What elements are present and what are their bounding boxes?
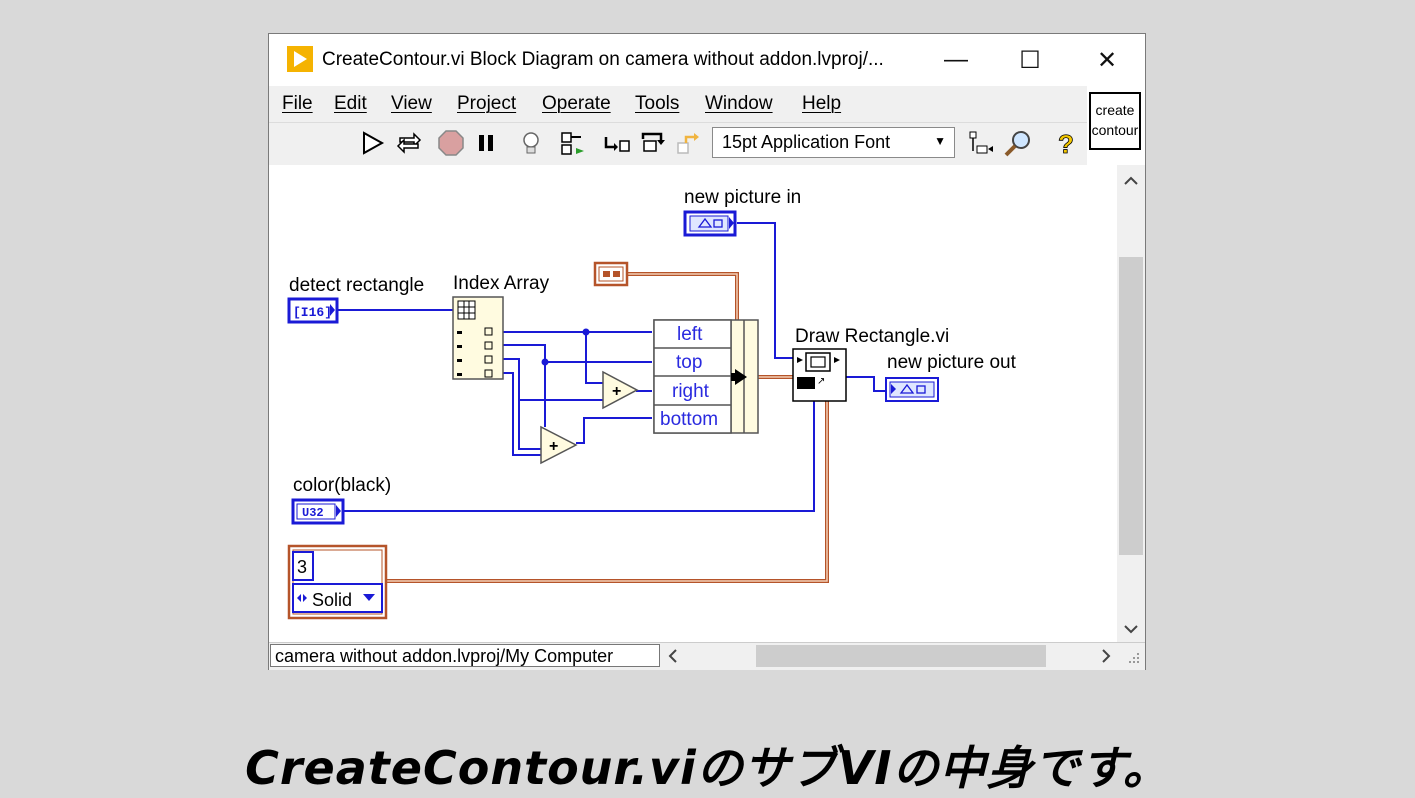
- scroll-left-icon[interactable]: [664, 646, 684, 666]
- cluster-field-top: top: [676, 352, 702, 373]
- new-picture-in-terminal[interactable]: [683, 210, 737, 237]
- line-style-cluster[interactable]: 3 Solid: [287, 544, 388, 620]
- vertical-scrollbar-arrows: [1124, 176, 1138, 634]
- abort-icon[interactable]: [437, 129, 465, 157]
- menu-edit[interactable]: Edit: [334, 93, 367, 114]
- label-new-picture-out: new picture out: [887, 352, 1017, 373]
- slide-caption: CreateContour.viのサブVIの中身です。: [245, 741, 1170, 795]
- scroll-up-icon[interactable]: [1124, 176, 1138, 185]
- menu-tools[interactable]: Tools: [635, 93, 680, 114]
- line-style-value: Solid: [312, 590, 352, 610]
- project-path: camera without addon.lvproj/My Computer: [270, 644, 660, 667]
- line-width-value: 3: [297, 557, 307, 577]
- bundle-by-name-node[interactable]: [653, 319, 759, 434]
- color-type: U32: [302, 506, 324, 520]
- minimize-button[interactable]: —: [944, 46, 968, 73]
- window-title: CreateContour.vi Block Diagram on camera…: [322, 49, 884, 70]
- step-out-icon[interactable]: [674, 129, 704, 157]
- scroll-down-icon[interactable]: [1124, 625, 1138, 634]
- status-bar: camera without addon.lvproj/My Computer: [269, 642, 1145, 670]
- cluster-field-right: right: [672, 381, 710, 402]
- style-dropdown-icon[interactable]: [363, 594, 375, 601]
- cluster-wires-inner: [387, 273, 828, 582]
- step-over-icon[interactable]: [639, 129, 669, 157]
- vi-icon-line1: create: [1095, 102, 1135, 118]
- cluster-field-bottom: bottom: [660, 409, 718, 430]
- labview-app-icon: [287, 46, 313, 72]
- diagram-canvas: new picture in detect rectangle [I16] In…: [287, 187, 1017, 620]
- menu-operate[interactable]: Operate: [542, 93, 611, 114]
- run-arrow-icon[interactable]: [361, 129, 385, 157]
- svg-text:?: ?: [1058, 129, 1074, 159]
- retain-wire-values-icon[interactable]: [559, 129, 589, 157]
- resize-grip-icon[interactable]: [1127, 651, 1141, 665]
- index-array-node[interactable]: [452, 296, 504, 380]
- toolbar: 15pt Application Font ▼ ?: [269, 122, 1087, 166]
- pause-icon[interactable]: [474, 129, 498, 157]
- title-bar: CreateContour.vi Block Diagram on camera…: [269, 34, 1145, 86]
- vertical-scroll-thumb[interactable]: [1119, 257, 1143, 555]
- vi-connector-icon[interactable]: create contour: [1089, 92, 1141, 150]
- label-detect-rectangle: detect rectangle: [289, 275, 424, 296]
- scroll-right-icon[interactable]: [1095, 646, 1115, 666]
- add-node-right-symbol: +: [612, 383, 621, 400]
- menu-bar: File Edit View Project Operate Tools Win…: [269, 86, 1087, 122]
- highlight-execution-icon[interactable]: [519, 129, 543, 157]
- block-diagram[interactable]: new picture in detect rectangle [I16] In…: [269, 165, 1117, 642]
- label-new-picture-in: new picture in: [684, 187, 801, 208]
- maximize-button[interactable]: ☐: [1019, 46, 1041, 74]
- detect-rectangle-terminal[interactable]: [I16]: [287, 297, 339, 324]
- cluster-constant[interactable]: [593, 261, 629, 287]
- align-icon[interactable]: [967, 129, 997, 157]
- new-picture-out-terminal[interactable]: [885, 377, 939, 402]
- menu-file[interactable]: File: [282, 93, 313, 114]
- svg-text:↗: ↗: [817, 376, 825, 387]
- label-draw-rectangle: Draw Rectangle.vi: [795, 326, 949, 347]
- search-icon[interactable]: [1002, 129, 1036, 159]
- vi-icon-line2: contour: [1091, 122, 1139, 138]
- add-node-right[interactable]: +: [602, 370, 639, 410]
- chevron-down-icon: ▼: [934, 134, 946, 148]
- add-node-bottom[interactable]: +: [540, 425, 578, 465]
- menu-view[interactable]: View: [391, 93, 432, 114]
- label-color: color(black): [293, 475, 391, 496]
- wire-junctions: [541, 328, 590, 366]
- font-select[interactable]: 15pt Application Font ▼: [712, 127, 955, 158]
- detect-rectangle-type: [I16]: [293, 305, 332, 320]
- add-node-bottom-symbol: +: [549, 438, 558, 455]
- menu-project[interactable]: Project: [457, 93, 517, 114]
- font-select-value: 15pt Application Font: [722, 132, 891, 152]
- horizontal-scroll-thumb[interactable]: [756, 645, 1046, 667]
- labview-window: CreateContour.vi Block Diagram on camera…: [268, 33, 1146, 670]
- close-button[interactable]: ✕: [1096, 46, 1118, 74]
- menu-window[interactable]: Window: [705, 93, 773, 114]
- label-index-array: Index Array: [453, 273, 550, 294]
- menu-help[interactable]: Help: [802, 93, 842, 114]
- step-into-icon[interactable]: [602, 129, 632, 157]
- cluster-field-left: left: [677, 324, 703, 345]
- run-continuous-icon[interactable]: [395, 129, 423, 157]
- vertical-scrollbar[interactable]: [1117, 165, 1145, 642]
- blue-wires: [335, 222, 886, 512]
- help-icon[interactable]: ?: [1055, 129, 1079, 159]
- color-terminal[interactable]: U32: [291, 498, 345, 525]
- draw-rectangle-subvi[interactable]: ↗: [792, 348, 847, 402]
